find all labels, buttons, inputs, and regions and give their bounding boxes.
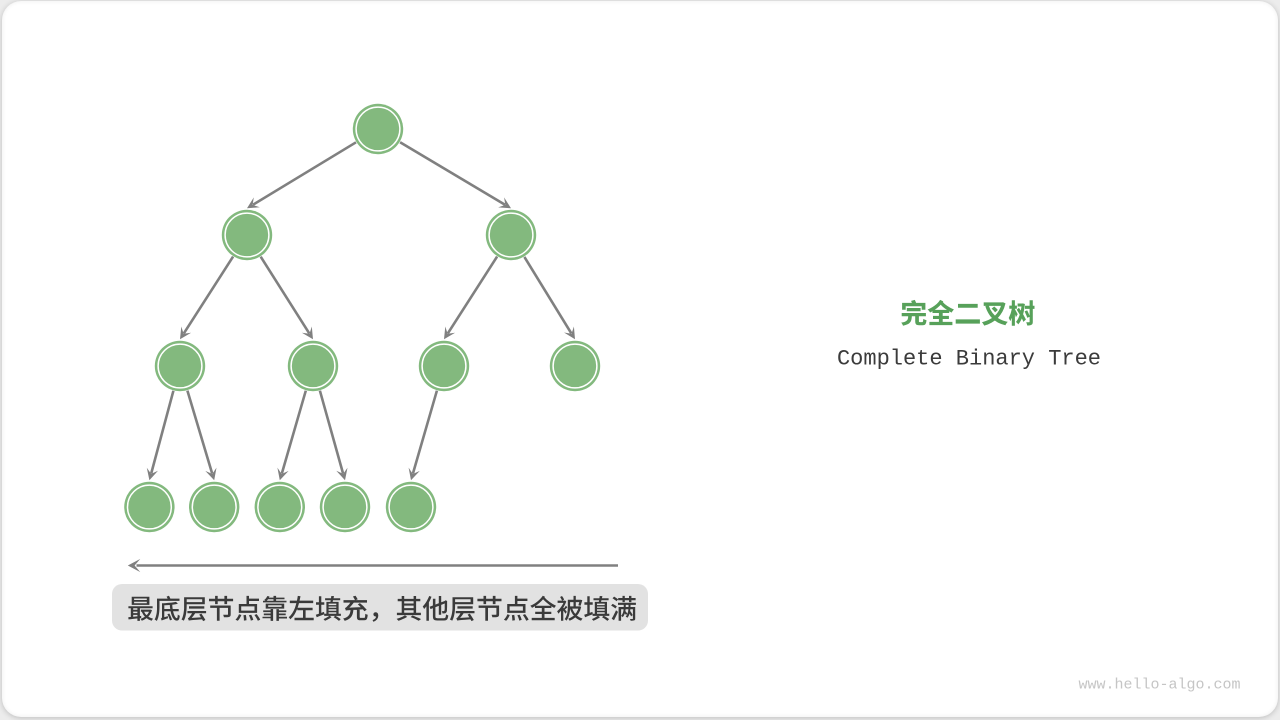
svg-text:www.hello-algo.com: www.hello-algo.com: [1078, 677, 1240, 694]
svg-text:Complete Binary Tree: Complete Binary Tree: [837, 347, 1101, 372]
